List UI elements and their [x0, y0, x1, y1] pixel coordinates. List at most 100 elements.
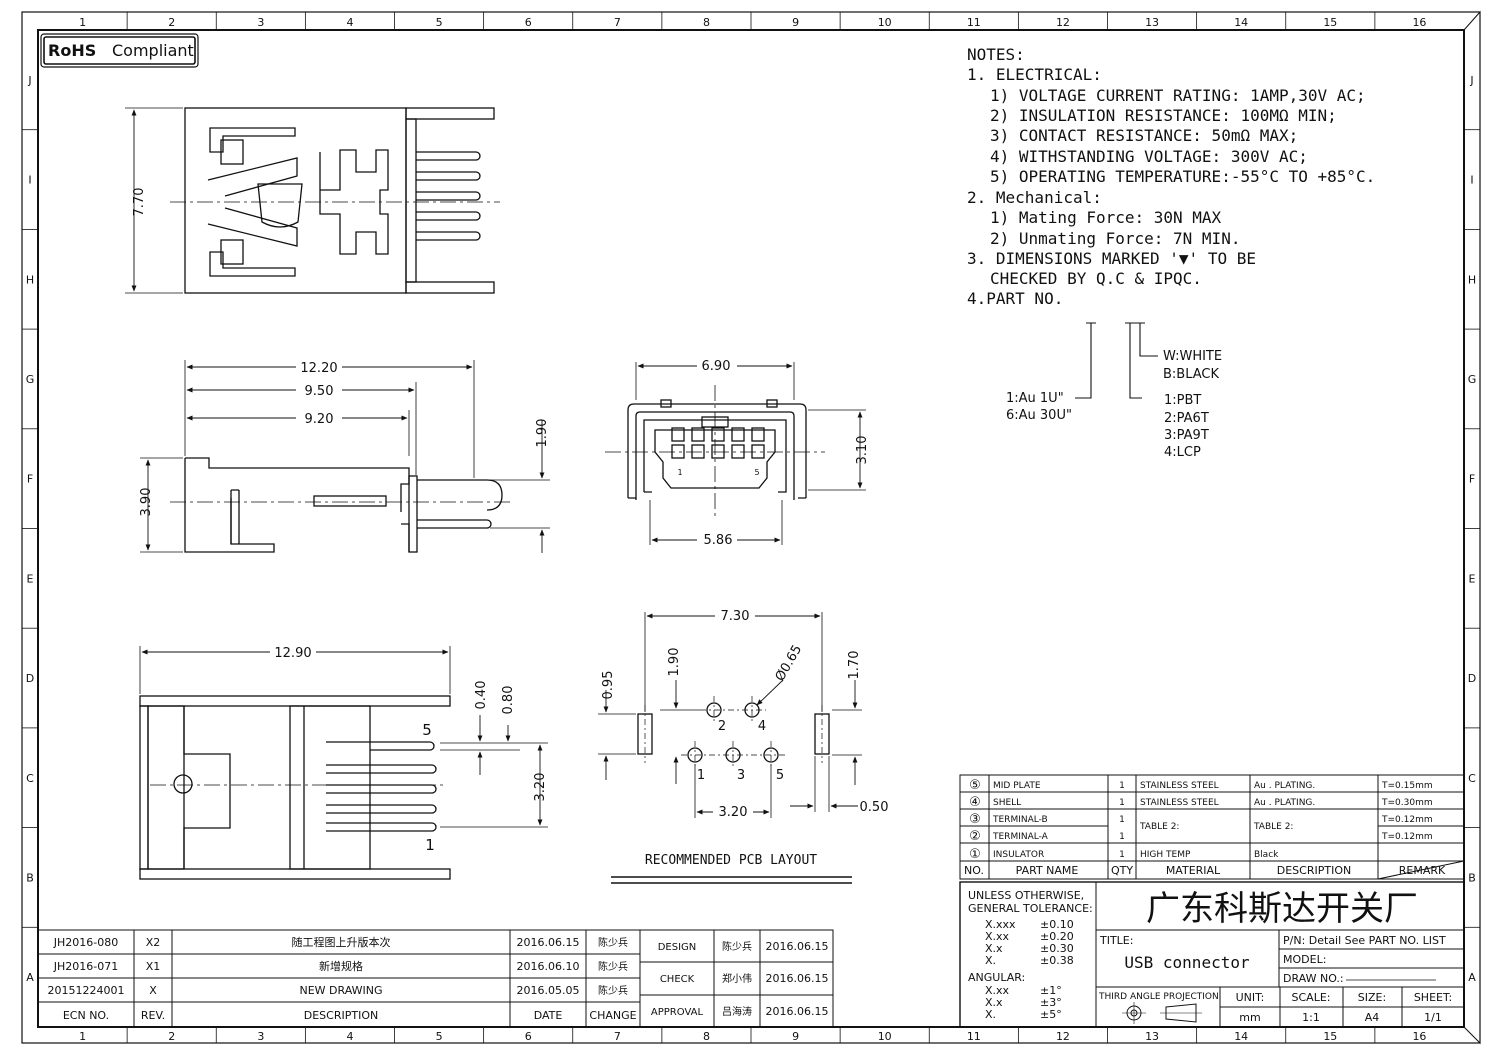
zone-col-top-4: 4: [346, 16, 353, 29]
revision-ecn: JH2016-080: [53, 936, 118, 949]
material-option-3: 3:PA9T: [1164, 428, 1209, 443]
material-option-1: 1:PBT: [1164, 393, 1201, 408]
tol-linear-key-3: X.x: [985, 942, 1003, 955]
note-line-8: 1) Mating Force: 30N MAX: [990, 208, 1222, 227]
rev-header-ecn: ECN NO.: [63, 1009, 109, 1022]
tolerance-title-2: GENERAL TOLERANCE:: [968, 902, 1093, 915]
tol-angular-key-2: X.x: [985, 996, 1003, 1009]
tolerance-angular-label: ANGULAR:: [968, 971, 1025, 984]
zone-col-bottom-16: 16: [1412, 1030, 1426, 1043]
pcb-pin-4: 4: [758, 719, 766, 734]
bom-row-qty: 1: [1119, 815, 1125, 825]
tol-angular-val-2: ±3°: [1040, 996, 1062, 1009]
zone-col-top-13: 13: [1145, 16, 1159, 29]
note-line-9: 2) Unmating Force: 7N MIN.: [990, 229, 1240, 248]
projection-label: THIRD ANGLE PROJECTION: [1098, 992, 1219, 1002]
tol-angular-key-1: X.xx: [985, 984, 1010, 997]
approval-name: 吕海涛: [722, 1005, 752, 1018]
bom-header-description: DESCRIPTION: [1277, 864, 1351, 877]
approval-date: 2016.06.15: [766, 972, 829, 985]
zone-col-top-7: 7: [614, 16, 621, 29]
zone-row-right-A: A: [1468, 971, 1476, 984]
size-value: A4: [1365, 1011, 1380, 1024]
revision-date: 2016.06.10: [517, 960, 580, 973]
zone-col-bottom-1: 1: [79, 1030, 86, 1043]
pcb-layout: [598, 612, 862, 884]
approval-date: 2016.06.15: [766, 940, 829, 953]
rev-header-rev: REV.: [141, 1009, 165, 1022]
zone-col-bottom-8: 8: [703, 1030, 710, 1043]
bom-table: [959, 774, 1465, 880]
dim-0-80: 0.80: [501, 686, 516, 715]
scale-label: SCALE:: [1292, 991, 1331, 1004]
approval-role: DESIGN: [658, 942, 697, 953]
size-label: SIZE:: [1358, 991, 1386, 1004]
zone-col-bottom-7: 7: [614, 1030, 621, 1043]
model-label: MODEL:: [1283, 953, 1326, 966]
zone-row-left-E: E: [27, 572, 34, 585]
bottom-pin-label-5: 5: [422, 721, 432, 739]
dim-1-90: 1.90: [535, 419, 550, 448]
zone-row-right-C: C: [1468, 772, 1476, 785]
bom-row-part-name: TERMINAL-B: [992, 815, 1048, 825]
bom-row-remark: T=0.12mm: [1381, 832, 1433, 842]
bom-row-part-name: MID PLATE: [993, 781, 1041, 791]
front-pin-label-5: 5: [754, 468, 759, 477]
rohs-badge: RoHS Compliant: [40, 33, 199, 68]
zone-col-bottom-3: 3: [257, 1030, 264, 1043]
zone-row-right-B: B: [1468, 871, 1476, 884]
bom-row-no: ①: [969, 847, 981, 862]
pcb-pin-2: 2: [718, 719, 726, 734]
zone-col-bottom-13: 13: [1145, 1030, 1159, 1043]
rev-header-date: DATE: [534, 1009, 563, 1022]
zone-row-left-F: F: [27, 473, 33, 486]
zone-col-bottom-15: 15: [1323, 1030, 1337, 1043]
sheet-value: 1/1: [1424, 1011, 1442, 1024]
dim-7-30: 7.30: [721, 609, 750, 624]
revision-header: ECN NO. REV. DESCRIPTION DATE CHANGE: [63, 1009, 637, 1022]
material-option-2: 2:PA6T: [1164, 411, 1209, 426]
zone-row-right-D: D: [1468, 672, 1476, 685]
approval-date: 2016.06.15: [766, 1005, 829, 1018]
tol-angular-val-3: ±5°: [1040, 1008, 1062, 1021]
dim-3-20-pcb: 3.20: [719, 805, 748, 820]
dim-0-50: 0.50: [860, 800, 889, 815]
color-option-white: W:WHITE: [1163, 349, 1222, 364]
pcb-pin-5: 5: [776, 768, 784, 783]
bom-row-description: TABLE 2:: [1253, 822, 1293, 832]
bom-row-material: HIGH TEMP: [1140, 850, 1191, 860]
zone-col-bottom-11: 11: [967, 1030, 981, 1043]
pcb-caption: RECOMMENDED PCB LAYOUT: [645, 853, 817, 868]
zone-row-left-A: A: [26, 971, 34, 984]
note-line-10: 3. DIMENSIONS MARKED '▼' TO BE: [967, 249, 1256, 268]
revision-rev: X2: [146, 936, 161, 949]
tol-linear-key-4: X.: [985, 954, 996, 967]
zone-col-bottom-14: 14: [1234, 1030, 1248, 1043]
note-line-11: CHECKED BY Q.C & IPQC.: [990, 269, 1202, 288]
revision-description: NEW DRAWING: [299, 984, 382, 997]
zone-col-bottom-5: 5: [436, 1030, 443, 1043]
dim-0-40: 0.40: [474, 681, 489, 710]
front-view: [605, 362, 866, 545]
zone-row-right-J: J: [1469, 74, 1473, 87]
bom-row-material: TABLE 2:: [1139, 822, 1179, 832]
bom-row-qty: 1: [1119, 781, 1125, 791]
zone-col-top-16: 16: [1412, 16, 1426, 29]
tol-angular-key-3: X.: [985, 1008, 996, 1021]
bom-row-part-name: INSULATOR: [993, 850, 1044, 860]
bom-header-remark: REMARK: [1399, 864, 1446, 877]
zone-col-bottom-9: 9: [792, 1030, 799, 1043]
tol-linear-val-2: ±0.20: [1040, 930, 1074, 943]
company-name: 广东科斯达开关厂: [1146, 889, 1418, 929]
bottom-view-dims: 12.90 0.40 0.80 3.20 5 1: [270, 644, 548, 854]
dim-12-90: 12.90: [274, 646, 311, 661]
bom-header-qty: QTY: [1111, 864, 1133, 877]
bom-row-description: Black: [1254, 850, 1279, 860]
revision-ecn: JH2016-071: [53, 960, 118, 973]
bom-header-no: NO.: [964, 864, 984, 877]
approval-name: 陈少兵: [722, 940, 752, 953]
note-line-2: 1) VOLTAGE CURRENT RATING: 1AMP,30V AC;: [990, 86, 1366, 105]
